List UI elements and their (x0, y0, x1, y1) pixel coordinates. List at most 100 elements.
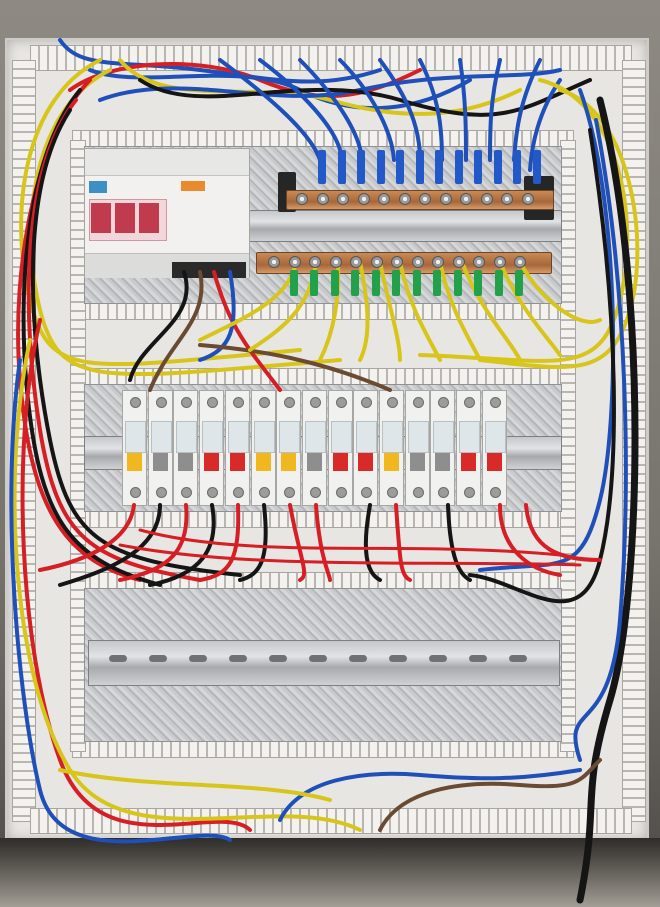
neutral-terminal-screw (419, 193, 431, 205)
breaker-lever (409, 453, 425, 471)
circuit-breaker (456, 390, 482, 506)
earth-terminal-screw (309, 256, 321, 268)
earth-wire-drops (198, 260, 602, 362)
floor-area (0, 838, 660, 907)
breaker-lever (435, 453, 451, 471)
blue-ferrule (532, 150, 541, 184)
blue-ferrule (435, 150, 443, 184)
green-ferrule (371, 270, 380, 296)
breaker-output-wires (38, 503, 602, 587)
breaker-label-plate (279, 421, 301, 453)
terminal-screw-icon (464, 487, 476, 498)
earth-terminal-screw (514, 256, 526, 268)
circuit-breaker (404, 390, 430, 506)
blue-ferrule (337, 150, 346, 184)
breaker-label-plate (202, 421, 224, 453)
breaker-label-plate (176, 421, 198, 453)
neutral-terminal-screw (296, 193, 308, 205)
left-wire-loops (9, 58, 362, 844)
green-ferrule (453, 270, 462, 296)
terminal-screw-icon (284, 397, 296, 408)
earth-terminal-screw (350, 256, 362, 268)
neutral-terminal-screw (398, 193, 411, 205)
terminal-screw-icon (489, 487, 501, 498)
rcd-feed-wires (128, 270, 392, 392)
terminal-screw-icon (438, 487, 450, 498)
bottom-crossing-wires (58, 758, 602, 832)
green-ferrule (433, 270, 441, 296)
neutral-terminal-screw (501, 193, 513, 205)
breaker-lever (486, 453, 502, 471)
terminal-screw-icon (412, 397, 424, 408)
terminal-screw-icon (335, 487, 347, 498)
terminal-screw-icon (335, 397, 347, 408)
green-ferrule (310, 270, 318, 296)
blue-ferrule (454, 150, 463, 184)
blue-ferrule (396, 150, 404, 184)
circuit-breaker (430, 390, 456, 506)
din-rail-bottom-empty (88, 640, 560, 686)
terminal-screw-icon (361, 397, 373, 408)
terminal-screw-icon (438, 397, 450, 408)
circuit-breaker (147, 390, 173, 506)
breaker-label-plate (382, 421, 403, 453)
terminal-screw-icon (387, 487, 398, 498)
breaker-label-plate (150, 421, 172, 453)
breaker-lever (332, 453, 348, 471)
green-ferrule (494, 270, 503, 296)
green-ferrule (289, 270, 298, 296)
breaker-label-plate (304, 421, 326, 453)
top-wire-bundle (58, 38, 592, 172)
circuit-breaker (122, 390, 147, 506)
green-ferrule (412, 270, 421, 296)
terminal-screw-icon (489, 397, 501, 408)
terminal-screw-icon (464, 397, 476, 408)
blue-ferrule (513, 150, 521, 184)
terminal-screw-icon (361, 487, 373, 498)
breaker-lever (281, 453, 297, 471)
blue-ferrule (318, 150, 326, 184)
neutral-terminal-screw (521, 193, 534, 205)
green-ferrule (392, 270, 400, 296)
earth-terminal-screw (288, 256, 301, 268)
green-ferrule (474, 270, 482, 296)
green-ferrule (351, 270, 359, 296)
earth-terminal-screw (432, 256, 444, 268)
breaker-label-plate (227, 421, 249, 453)
breaker-label-plate (330, 421, 352, 453)
circuit-breaker (199, 390, 225, 506)
breaker-lever (255, 453, 271, 471)
terminal-screw-icon (155, 397, 167, 408)
circuit-breaker (327, 390, 353, 506)
breaker-label-plate (459, 421, 481, 453)
terminal-screw-icon (232, 487, 244, 498)
terminal-screw-icon (130, 397, 141, 408)
breaker-lever (127, 453, 142, 471)
terminal-screw-icon (309, 397, 321, 408)
circuit-breaker (481, 390, 507, 506)
terminal-screw-icon (181, 487, 193, 498)
terminal-screw-icon (232, 397, 244, 408)
circuit-breaker (173, 390, 199, 506)
terminal-screw-icon (309, 487, 321, 498)
blue-ferrule (357, 150, 365, 184)
green-ferrule (330, 270, 339, 296)
circuit-breaker (276, 390, 302, 506)
breaker-label-plate (356, 421, 378, 453)
breaker-lever (229, 453, 245, 471)
terminal-screw-icon (155, 487, 167, 498)
neutral-terminal-screw (337, 193, 349, 205)
circuit-breaker (301, 390, 327, 506)
circuit-breaker (224, 390, 250, 506)
terminal-screw-icon (207, 397, 219, 408)
breaker-lever (461, 453, 477, 471)
breaker-label-plate (253, 421, 275, 453)
circuit-breaker (250, 390, 276, 506)
terminal-screw-icon (181, 397, 193, 408)
green-ferrule (515, 270, 523, 296)
earth-terminal-screw (452, 256, 465, 268)
breaker-lever (152, 453, 168, 471)
earth-terminal-screw (268, 256, 280, 268)
terminal-screw-icon (284, 487, 296, 498)
